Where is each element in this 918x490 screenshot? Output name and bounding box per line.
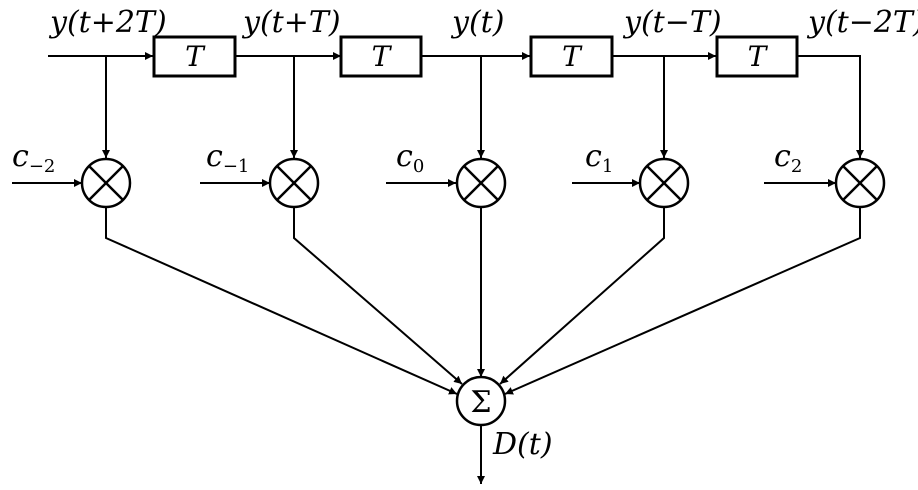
multiplier-1 xyxy=(80,157,132,209)
coefficient-label-c-2: c2 xyxy=(774,139,802,177)
signal-labels: y(t+2T) y(t+T) y(t) y(t−T) y(t−2T) xyxy=(48,5,918,40)
delay-block-2 xyxy=(339,35,423,78)
summing-paths xyxy=(105,207,861,395)
signal-label-y-t-minus-T: y(t−T) xyxy=(622,5,722,40)
delay-block-3 xyxy=(529,35,614,78)
delay-label-1: T xyxy=(185,40,206,73)
delay-block-4 xyxy=(715,35,799,78)
delay-label-4: T xyxy=(748,40,769,73)
multiplier-3 xyxy=(455,157,507,209)
multiplier-2 xyxy=(268,157,320,209)
signal-label-y-t-plus-T: y(t+T) xyxy=(241,5,341,40)
coefficient-label-c-0: c0 xyxy=(396,139,424,177)
delay-label-3: T xyxy=(562,40,583,73)
coefficient-label-c-minus-2: c−2 xyxy=(12,139,55,177)
delay-line xyxy=(48,52,861,80)
multiplier-5 xyxy=(834,157,886,209)
summer: Σ xyxy=(455,375,507,427)
delay-block-1 xyxy=(152,35,237,78)
delay-label-2: T xyxy=(372,40,393,73)
sum-path-4 xyxy=(499,207,665,385)
coefficient-label-c-1: c1 xyxy=(585,139,613,177)
coefficient-inputs: c−2 c−1 c0 c1 c2 xyxy=(12,139,836,187)
signal-label-y-t-minus-2T: y(t−2T) xyxy=(806,5,918,40)
tap-lines xyxy=(102,56,864,158)
signal-label-y-t-plus-2T: y(t+2T) xyxy=(48,5,167,40)
signal-label-y-t: y(t) xyxy=(450,5,504,40)
delay-blocks: T T T T xyxy=(152,35,799,78)
sum-path-1 xyxy=(105,207,458,395)
multiplier-4 xyxy=(638,157,690,209)
sigma-icon: Σ xyxy=(470,385,491,420)
sum-path-5 xyxy=(504,207,861,395)
delay-link-4 xyxy=(797,55,861,80)
sum-path-2 xyxy=(293,207,463,385)
coefficient-label-c-minus-1: c−1 xyxy=(206,139,249,177)
output-label: D(t) xyxy=(492,427,553,462)
